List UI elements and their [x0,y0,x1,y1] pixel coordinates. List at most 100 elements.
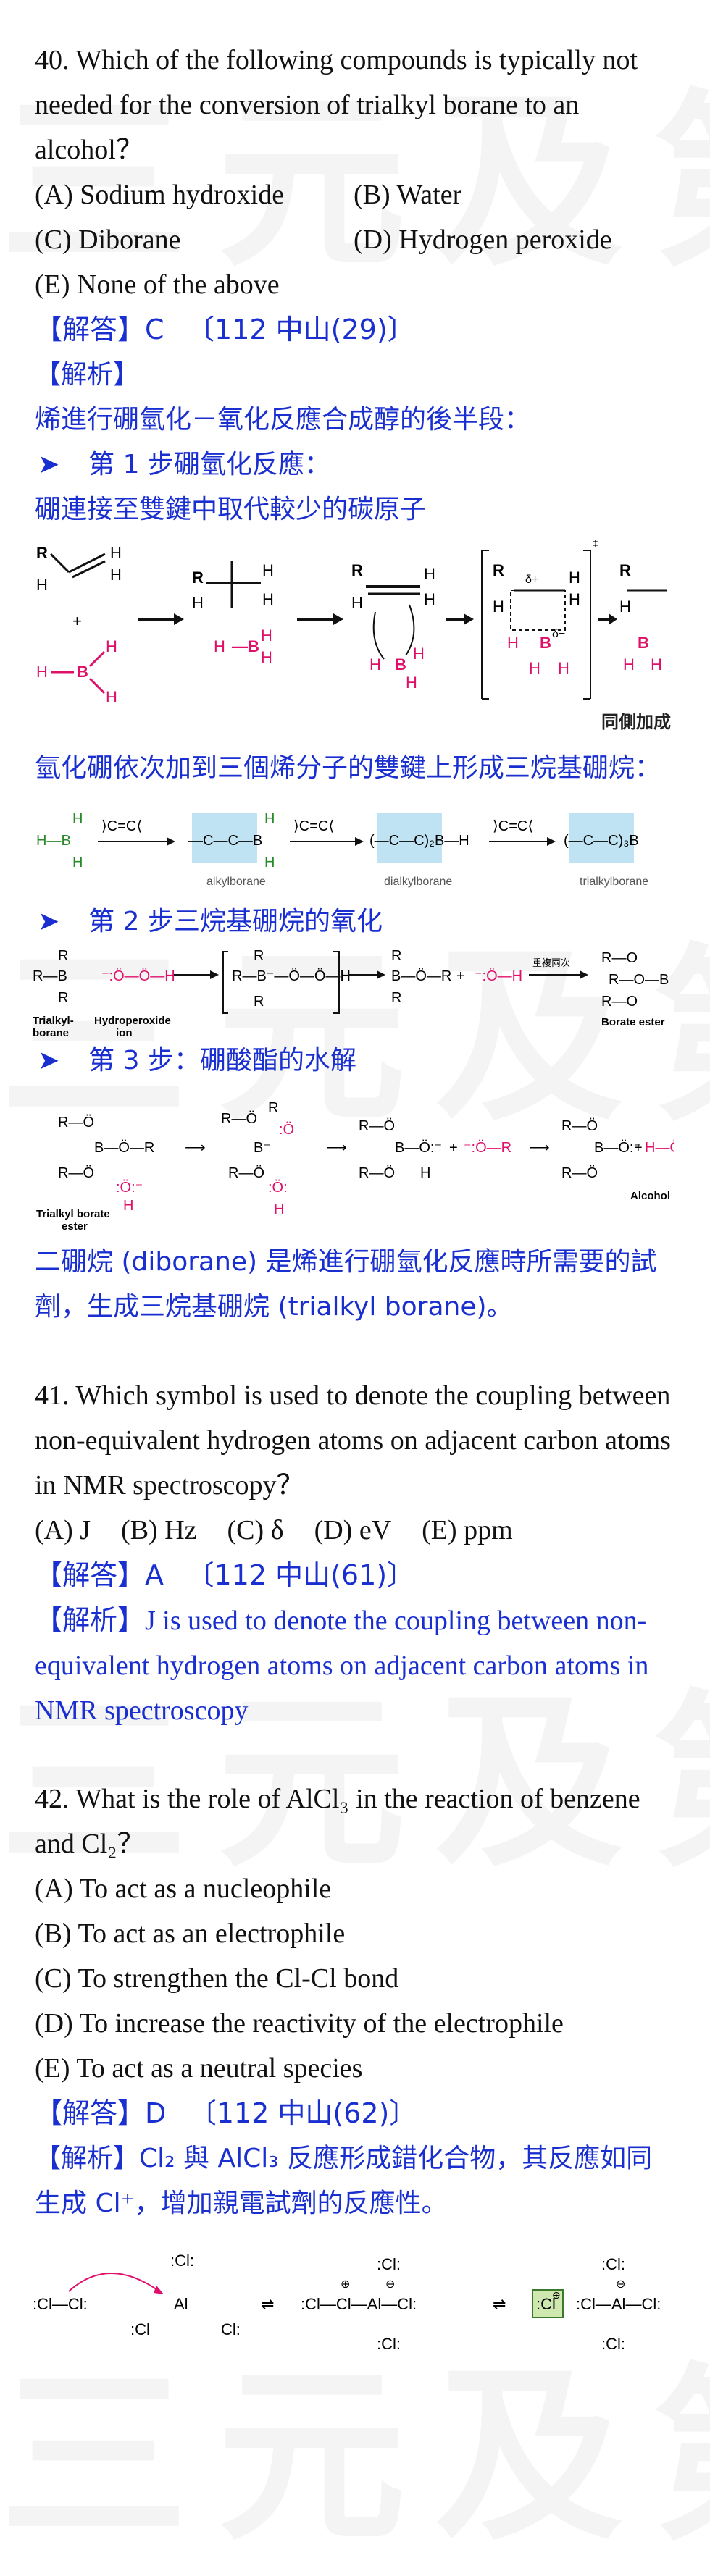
label-ion: ion [116,1027,133,1039]
label-dialkylborane: dialkylborane [384,876,452,888]
answer-label: 【解答】C [35,314,164,345]
svg-text:R: R [254,948,264,964]
pi-complex: R H H H H —B H H [192,561,274,666]
svg-text:(—C—C)₃B: (—C—C)₃B [564,833,639,849]
label-trialkyl: Trialkyl- [33,1015,74,1027]
borane-molecule: H B H H [36,637,117,706]
svg-text:+: + [456,968,465,984]
svg-text::Cl—Al—Cl:: :Cl—Al—Cl: [576,2295,661,2313]
svg-text:H: H [110,544,122,562]
svg-text::Ö:⁻: :Ö:⁻ [116,1180,143,1196]
svg-text:+: + [449,1140,458,1156]
label-hydroperoxide: Hydroperoxide [94,1015,171,1027]
svg-text::Cl—Cl:: :Cl—Cl: [33,2295,88,2313]
label-borane: borane [33,1027,69,1039]
svg-text::Cl: :Cl [130,2320,150,2338]
svg-text:H: H [106,637,117,655]
svg-text:⁻:Ö—Ö—H: ⁻:Ö—Ö—H [101,968,175,984]
answer-source: 〔112 中山(61)〕 [186,1559,415,1591]
alkene-molecule: R H H H [36,544,122,594]
svg-text:H: H [262,561,274,579]
svg-text:H: H [110,566,122,584]
svg-text:R: R [36,544,48,562]
question-40: 40. Which of the following compounds is … [35,45,638,165]
svg-text:B: B [77,663,88,681]
svg-text::Cl—Cl—Al—Cl:: :Cl—Cl—Al—Cl: [301,2295,417,2313]
svg-text::Ö:: :Ö: [268,1180,288,1196]
svg-text:H: H [623,655,635,674]
svg-text:R—Ö: R—Ö [221,1111,257,1127]
svg-text:(—C—C)₂B—H: (—C—C)₂B—H [369,833,469,849]
label-trialkylborane: trialkylborane [580,876,648,888]
svg-text:H—B: H—B [36,833,71,849]
option-e: (E) To act as a neutral species [35,2053,363,2084]
svg-text:H: H [493,597,504,616]
answer-42: 【解答】D 〔112 中山(62)〕 [35,2091,675,2136]
svg-text:R: R [268,1100,278,1116]
svg-text:H: H [214,637,225,655]
svg-text:δ−: δ− [552,628,565,640]
svg-text:H: H [106,688,117,706]
question-41: 41. Which symbol is used to denote the c… [35,1380,671,1501]
label-alcohol: Alcohol [630,1190,670,1202]
svg-text:H: H [351,594,363,612]
svg-text:⊕: ⊕ [341,2278,350,2291]
svg-text:R: R [254,994,264,1010]
option-b: (B) Water [354,180,462,210]
explain-41: 【解析】J is used to denote the coupling bet… [35,1606,649,1726]
svg-text:+: + [72,612,82,630]
option-a: (A) To act as a nucleophile [35,1874,332,1904]
svg-text:⊖: ⊖ [616,2278,625,2291]
svg-text:R—B: R—B [33,968,67,984]
label-alkylborane: alkylborane [206,876,266,888]
svg-text::Cl:: :Cl: [170,2252,194,2270]
label-ester: ester [62,1220,88,1233]
svg-text:H: H [261,648,272,666]
svg-text:H: H [192,594,204,612]
transition-state: R δ+ H H H H B δ− H H ‡ [481,537,598,700]
svg-text:R: R [493,561,504,579]
options-41: (A) J (B) Hz (C) δ (D) eV (E) ppm [35,1508,675,1553]
svg-text:⟩C=C⟨: ⟩C=C⟨ [493,818,533,834]
svg-text:⁻:Ö—H: ⁻:Ö—H [475,968,522,984]
conclusion-40: 二硼烷 (diborane) 是烯進行硼氫化反應時所需要的試劑，生成三烷基硼烷 … [35,1247,657,1322]
svg-text::Cl:: :Cl: [601,2335,625,2353]
svg-text:H: H [72,855,83,870]
svg-text:H: H [72,811,83,827]
svg-text:R: R [192,569,204,587]
option-b: (B) To act as an electrophile [35,1918,346,1949]
svg-text:R: R [391,948,401,964]
svg-text:R—O: R—O [601,950,638,966]
svg-text:H: H [36,663,48,681]
svg-text:H: H [619,597,631,616]
hydrolysis-figure: R—Ö B—Ö—R R—Ö :Ö:⁻ H Trialkyl borate est… [36,1100,674,1233]
svg-text:B: B [540,634,551,652]
svg-text:R: R [58,990,68,1006]
step-1-description: 硼連接至雙鍵中取代較少的碳原子 [35,495,427,524]
option-d: (D) Hydrogen peroxide [354,225,612,255]
highlight [192,813,257,863]
explain-42: 【解析】Cl₂ 與 AlCl₃ 反應形成錯化合物，其反應如同生成 Cl⁺，增加親… [35,2144,653,2218]
svg-text:⟩C=C⟨: ⟩C=C⟨ [101,818,142,834]
svg-text:R—Ö: R—Ö [561,1118,598,1134]
svg-text:⁻:Ö—R: ⁻:Ö—R [464,1140,511,1156]
highlight [377,813,442,863]
svg-text:H: H [529,659,540,677]
answer-source: 〔112 中山(62)〕 [188,2097,417,2129]
svg-text:+: + [634,1140,643,1156]
option-a: (A) Sodium hydroxide [35,180,285,210]
svg-text:H: H [420,1165,430,1181]
answer-40: 【解答】C 〔112 中山(29)〕 [35,307,675,353]
svg-text:R: R [58,948,68,964]
oxidation-figure: R—B R R ⁻:Ö—Ö—H Trialkyl- borane Hydrope… [33,948,669,1039]
svg-text::Cl:: :Cl: [601,2255,625,2273]
svg-text:B: B [638,634,649,652]
svg-text:H: H [569,569,580,587]
options-40: (A) Sodium hydroxide (B) Water (C) Dibor… [35,172,675,307]
hydroboration-mechanism-figure: R H H H + H B H H R H H H [36,537,671,732]
svg-text:H: H [651,655,662,674]
svg-text:H: H [569,590,580,608]
svg-text:⟶: ⟶ [185,1140,206,1156]
step-1-heading: 第 1 步硼氫化反應： [35,442,675,487]
svg-text:R—Ö: R—Ö [561,1165,598,1181]
